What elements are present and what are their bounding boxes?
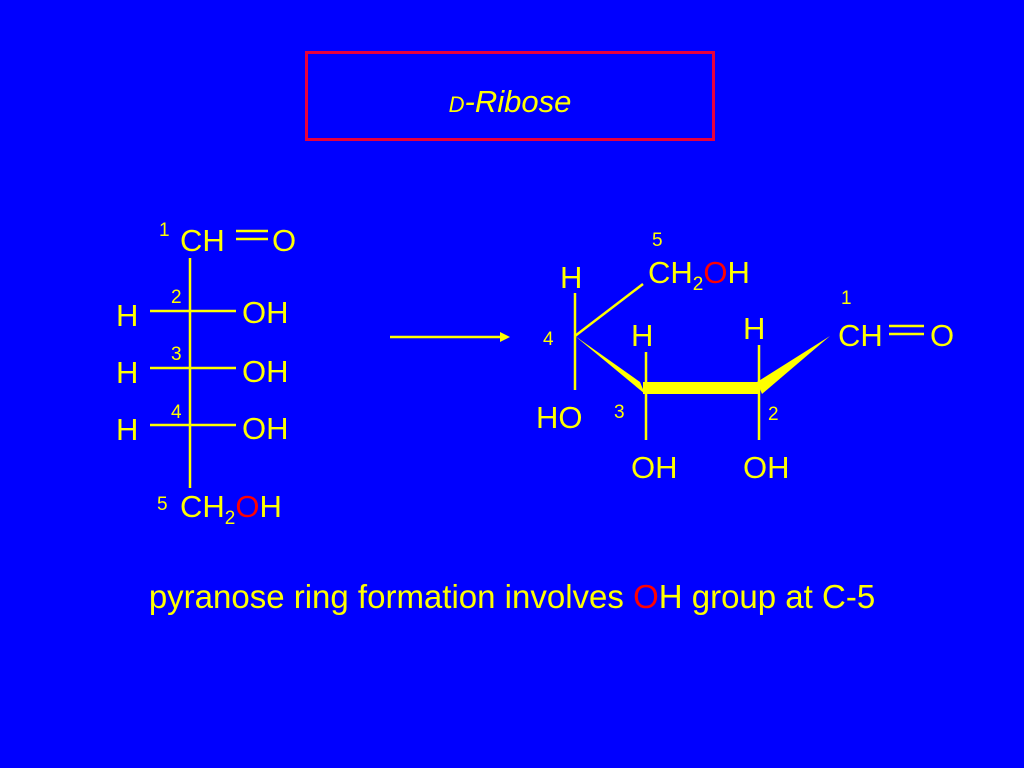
ring-c5-group: CH2OH: [648, 255, 750, 294]
ring-c2-number: 2: [768, 404, 779, 425]
caption-text-before: pyranose ring formation involves: [148, 578, 634, 615]
title-box: D-Ribose: [305, 51, 715, 141]
ring-c4-to-c5-bond: [574, 283, 644, 337]
caption-text-after: H group at C-5: [658, 578, 876, 615]
fischer-c5-group: CH2OH: [180, 489, 282, 528]
fischer-c1-ch: CH: [180, 223, 225, 258]
fischer-c5-number: 5: [157, 494, 168, 515]
ring-c4-ho: HO: [536, 400, 583, 435]
fischer-c1-number: 1: [159, 220, 170, 241]
fischer-c2-h: H: [116, 298, 139, 333]
fischer-c3-number: 3: [171, 344, 182, 365]
fischer-c1-oxygen: O: [272, 223, 297, 258]
ring-c2-h: H: [743, 311, 766, 346]
fischer-c4-h: H: [116, 412, 139, 447]
fischer-c4-number: 4: [171, 402, 182, 423]
caption: pyranose ring formation involves OH grou…: [0, 578, 1024, 616]
ring-c1-number: 1: [841, 288, 852, 309]
ring-c5-subscript: 2: [692, 274, 704, 295]
fischer-c3-oh: OH: [242, 354, 289, 389]
ring-c1-ch: CH: [838, 318, 883, 353]
fischer-c4-oh: OH: [242, 411, 289, 446]
fischer-c5-h: H: [259, 489, 282, 524]
ring-c5-h: H: [727, 255, 750, 290]
title-prefix: D: [448, 92, 465, 117]
fischer-c5-ch: CH: [180, 489, 225, 524]
caption-highlight-oxygen: O: [633, 578, 659, 615]
ring-bold-bond-c3-c2: [643, 382, 760, 394]
ring-wedge-c4-c3: [575, 336, 645, 394]
ring-c3-number: 3: [614, 402, 625, 423]
fischer-c2-oh: OH: [242, 295, 289, 330]
ring-wedge-c2-c1: [757, 336, 830, 394]
ring-c5-oxygen: O: [703, 255, 728, 290]
ring-c5-number: 5: [652, 230, 663, 251]
title-main: -Ribose: [464, 84, 572, 119]
ring-c1-oxygen: O: [930, 318, 955, 353]
ring-c5-ch: CH: [648, 255, 693, 290]
reaction-arrow-head: [500, 332, 510, 342]
ring-c4-number: 4: [543, 329, 554, 350]
fischer-c5-subscript: 2: [224, 508, 236, 529]
fischer-c3-h: H: [116, 355, 139, 390]
page-title: D-Ribose: [308, 84, 712, 120]
ring-c4-h: H: [560, 260, 583, 295]
fischer-c5-oxygen: O: [235, 489, 260, 524]
ring-c3-h: H: [631, 318, 654, 353]
fischer-c2-number: 2: [171, 287, 182, 308]
ring-c3-oh: OH: [631, 450, 678, 485]
ring-c2-oh: OH: [743, 450, 790, 485]
